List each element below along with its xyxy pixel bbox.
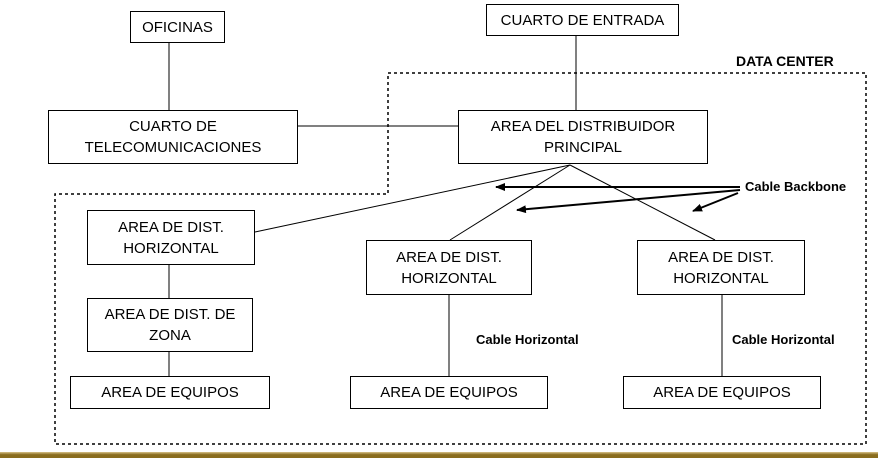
data-center-title: DATA CENTER [736, 53, 834, 69]
box-area-equipos-1: AREA DE EQUIPOS [70, 376, 270, 409]
box-area-dist-horizontal-2: AREA DE DIST. HORIZONTAL [366, 240, 532, 295]
box-cuarto-telecomunicaciones: CUARTO DE TELECOMUNICACIONES [48, 110, 298, 164]
box-area-equipos-3: AREA DE EQUIPOS [623, 376, 821, 409]
box-oficinas: OFICINAS [130, 11, 225, 43]
box-cuarto-entrada: CUARTO DE ENTRADA [486, 4, 679, 36]
label-cable-horizontal-2: Cable Horizontal [732, 332, 835, 347]
label-cable-backbone: Cable Backbone [745, 179, 847, 194]
box-area-dist-horizontal-3: AREA DE DIST. HORIZONTAL [637, 240, 805, 295]
box-area-equipos-2: AREA DE EQUIPOS [350, 376, 548, 409]
box-area-dist-zona: AREA DE DIST. DE ZONA [87, 298, 253, 352]
box-area-distribuidor-principal: AREA DEL DISTRIBUIDOR PRINCIPAL [458, 110, 708, 164]
bottom-decorative-bar [0, 452, 878, 458]
backbone-line-3 [569, 164, 716, 241]
box-area-dist-horizontal-1: AREA DE DIST. HORIZONTAL [87, 210, 255, 265]
backbone-arrow-3 [692, 192, 739, 212]
backbone-line-2 [449, 164, 571, 241]
backbone-line-1 [254, 164, 571, 233]
backbone-arrow-2 [516, 189, 741, 214]
label-cable-horizontal-1: Cable Horizontal [476, 332, 579, 347]
